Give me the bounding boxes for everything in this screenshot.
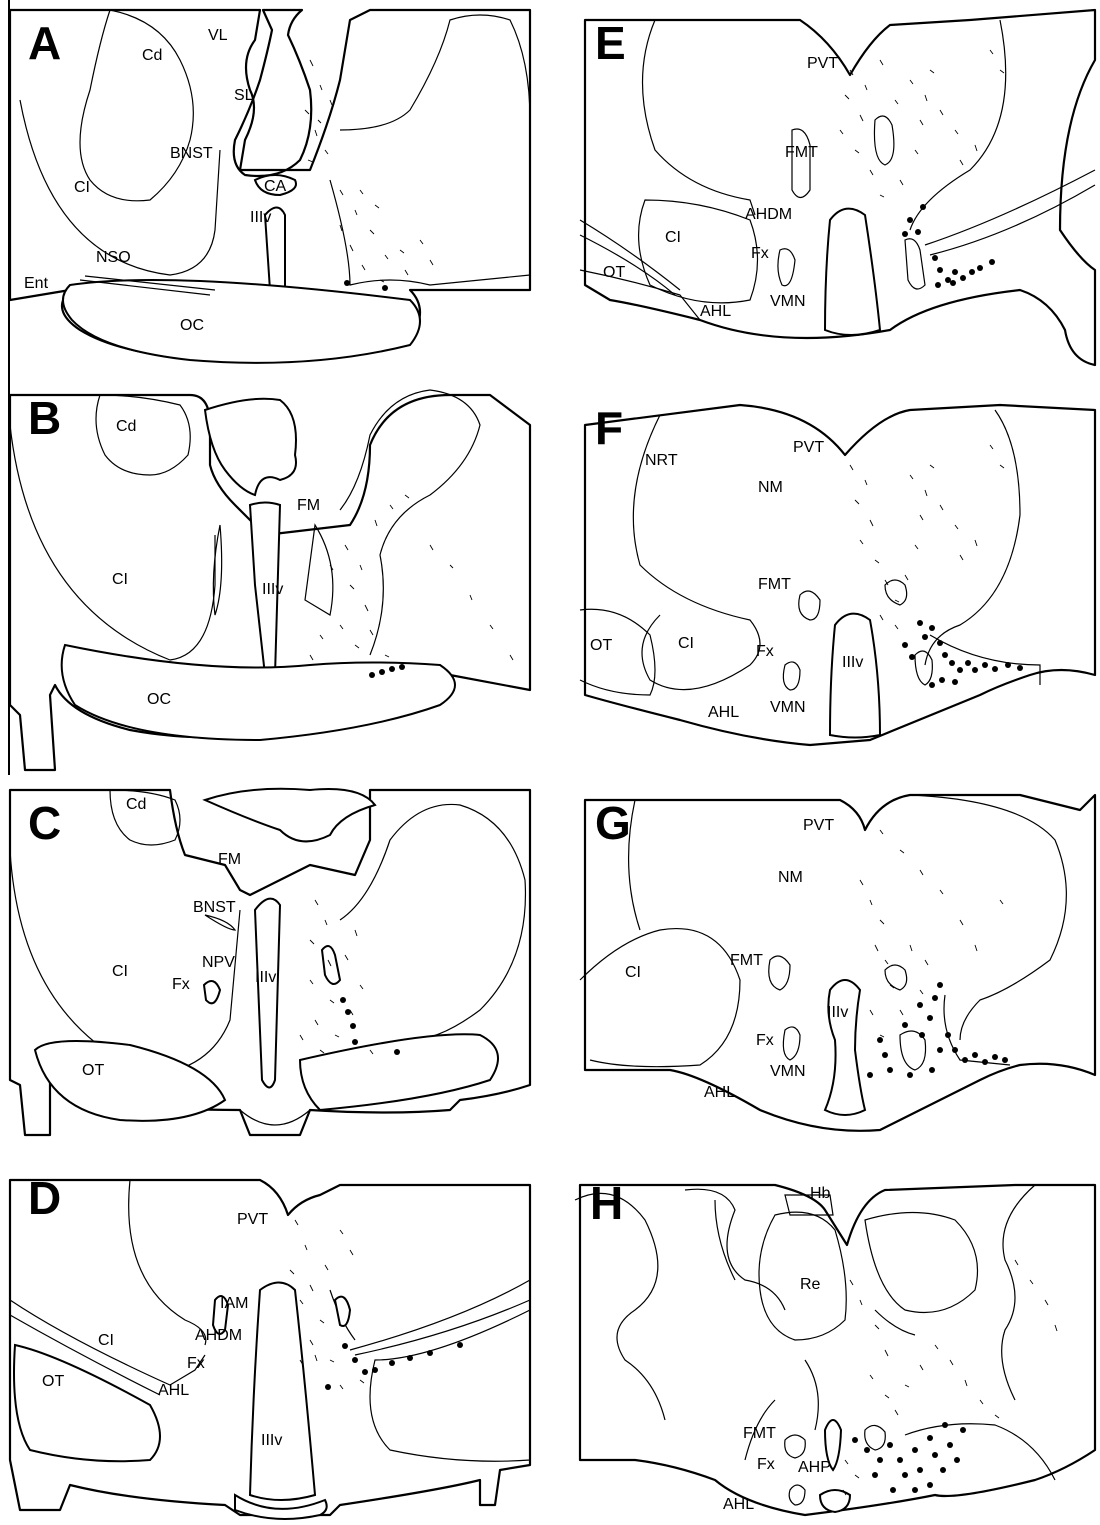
- panel-f-drawing: [580, 395, 1100, 755]
- label-fm: FM: [297, 498, 320, 514]
- panel-d-drawing: [10, 1160, 540, 1520]
- label-fx: Fx: [756, 644, 774, 660]
- label-vmn: VMN: [770, 1064, 806, 1080]
- label-iiiv: IIIv: [250, 210, 271, 226]
- panel-letter-c: C: [28, 800, 61, 846]
- label-pvt: PVT: [793, 440, 824, 456]
- label-nm: NM: [758, 480, 783, 496]
- panel-letter-d: D: [28, 1175, 61, 1221]
- label-cd: Cd: [116, 419, 136, 435]
- label-ci: CI: [112, 572, 128, 588]
- label-ahl: AHL: [708, 705, 739, 721]
- label-bnst: BNST: [193, 900, 236, 916]
- label-fx: Fx: [172, 977, 190, 993]
- label-fx: Fx: [756, 1033, 774, 1049]
- panel-b: B Cd FM CI IIIv OC: [10, 385, 530, 775]
- label-sl: SL: [234, 88, 254, 104]
- panel-b-drawing: [10, 385, 530, 775]
- label-cd: Cd: [142, 48, 162, 64]
- label-pvt: PVT: [803, 818, 834, 834]
- label-ahp: AHP: [798, 1460, 831, 1476]
- panel-letter-e: E: [595, 20, 626, 66]
- panel-c: C Cd FM BNST CI NPV Fx IIIv OT: [10, 780, 540, 1145]
- label-ca: CA: [264, 179, 286, 195]
- label-ot: OT: [82, 1063, 104, 1079]
- label-iiiv: IIIv: [262, 582, 283, 598]
- panel-g-drawing: [580, 780, 1100, 1140]
- label-iiiv: IIIv: [255, 970, 276, 986]
- label-ci: CI: [665, 230, 681, 246]
- label-fmt: FMT: [785, 145, 818, 161]
- label-ci: CI: [74, 180, 90, 196]
- label-pvt: PVT: [807, 56, 838, 72]
- label-vmn: VMN: [770, 700, 806, 716]
- label-ot: OT: [603, 265, 625, 281]
- label-vmn: VMN: [770, 294, 806, 310]
- label-iam: IAM: [220, 1296, 248, 1312]
- label-fmt: FMT: [758, 577, 791, 593]
- panel-c-drawing: [10, 780, 540, 1145]
- label-hb: Hb: [810, 1186, 830, 1202]
- label-bnst: BNST: [170, 146, 213, 162]
- label-fmt: FMT: [730, 953, 763, 969]
- panel-letter-h: H: [590, 1180, 623, 1226]
- panel-letter-f: F: [595, 405, 623, 451]
- panel-letter-g: G: [595, 800, 631, 846]
- label-nm: NM: [778, 870, 803, 886]
- label-npv: NPV: [202, 955, 235, 971]
- panel-f: F NRT PVT NM FMT OT CI Fx IIIv AHL VMN: [580, 395, 1100, 755]
- label-ci: CI: [678, 636, 694, 652]
- label-ot: OT: [590, 638, 612, 654]
- label-vl: VL: [208, 28, 228, 44]
- label-ci: CI: [112, 964, 128, 980]
- panel-e-drawing: [580, 0, 1100, 375]
- label-oc: OC: [180, 318, 204, 334]
- panel-h: H Hb Re FMT Fx AHP AHL: [575, 1160, 1100, 1525]
- label-ahl: AHL: [158, 1383, 189, 1399]
- label-ent: Ent: [24, 276, 48, 292]
- panel-a: A Cd VL SL BNST CI CA IIIv NSO Ent OC: [10, 0, 530, 380]
- label-ahl: AHL: [700, 304, 731, 320]
- panel-e: E PVT FMT AHDM CI Fx OT VMN AHL: [580, 0, 1100, 375]
- label-oc: OC: [147, 692, 171, 708]
- label-pvt: PVT: [237, 1212, 268, 1228]
- panel-d: D PVT IAM CI AHDM Fx OT AHL IIIv: [10, 1160, 540, 1520]
- label-fx: Fx: [751, 246, 769, 262]
- panel-letter-a: A: [28, 20, 61, 66]
- label-cd: Cd: [126, 797, 146, 813]
- label-nrt: NRT: [645, 453, 678, 469]
- label-iiiv: IIIv: [261, 1433, 282, 1449]
- panel-g: G PVT NM CI FMT IIIv Fx VMN AHL: [580, 780, 1100, 1140]
- label-ci: CI: [625, 965, 641, 981]
- label-iiiv: IIIv: [827, 1005, 848, 1021]
- label-fx: Fx: [187, 1356, 205, 1372]
- label-ot: OT: [42, 1374, 64, 1390]
- label-ahl: AHL: [723, 1497, 754, 1513]
- panel-h-drawing: [575, 1160, 1100, 1525]
- label-fm: FM: [218, 852, 241, 868]
- label-fx: Fx: [757, 1457, 775, 1473]
- label-re: Re: [800, 1277, 820, 1293]
- label-ahdm: AHDM: [745, 207, 792, 223]
- label-nso: NSO: [96, 250, 131, 266]
- panel-letter-b: B: [28, 395, 61, 441]
- label-ahdm: AHDM: [195, 1328, 242, 1344]
- label-ci: CI: [98, 1333, 114, 1349]
- label-fmt: FMT: [743, 1426, 776, 1442]
- label-ahl: AHL: [704, 1085, 735, 1101]
- label-iiiv: IIIv: [842, 655, 863, 671]
